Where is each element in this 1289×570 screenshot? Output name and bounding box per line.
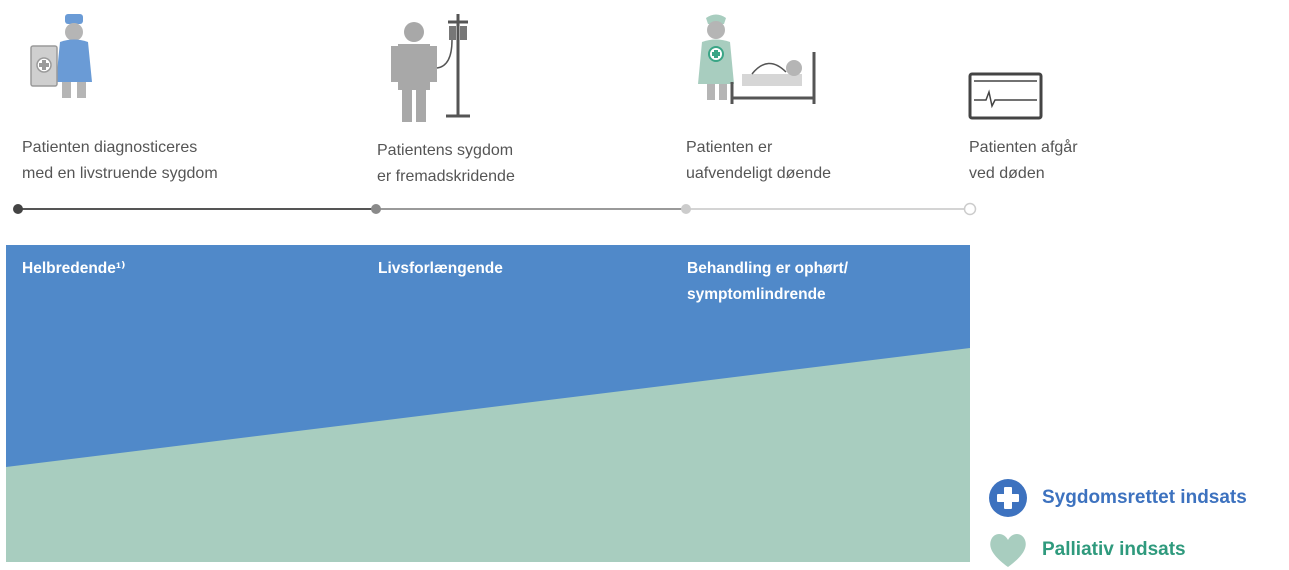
phase-label-symptom-relief: Behandling er ophørt/ symptomlindrende: [687, 260, 849, 303]
timeline: [13, 202, 977, 216]
timeline-dot-death: [963, 202, 977, 216]
doctor-with-clipboard-icon: [30, 14, 92, 98]
patient-with-iv-drip-icon: [391, 14, 470, 122]
stage-label-diagnosed: Patienten diagnosticeres med en livstrue…: [22, 139, 218, 182]
plus-circle-icon: [989, 479, 1027, 517]
stage-label-dying: Patienten er uafvendeligt døende: [686, 139, 831, 182]
flatline-heart-monitor-icon: [968, 72, 1043, 120]
timeline-dot-dying: [681, 204, 691, 214]
phase-label-life-prolonging: Livsforlængende: [378, 260, 503, 277]
nurse-at-hospital-bed-icon: [698, 14, 816, 104]
legend-disease-label: Sygdomsrettet indsats: [1042, 487, 1247, 508]
legend-palliative: Palliativ indsats: [988, 530, 1186, 570]
legend-palliative-label: Palliativ indsats: [1042, 539, 1186, 560]
timeline-dot-progressive: [371, 204, 381, 214]
stage-label-progressive: Patientens sygdom er fremadskridende: [377, 142, 515, 185]
heart-icon: [990, 534, 1026, 567]
palliative-area: [6, 348, 970, 562]
stage-label-death: Patienten afgår ved døden: [969, 139, 1078, 182]
legend-disease-directed: Sygdomsrettet indsats: [988, 478, 1247, 518]
timeline-dot-diagnosed: [13, 204, 23, 214]
phase-label-curative: Helbredende¹⁾: [22, 260, 126, 277]
